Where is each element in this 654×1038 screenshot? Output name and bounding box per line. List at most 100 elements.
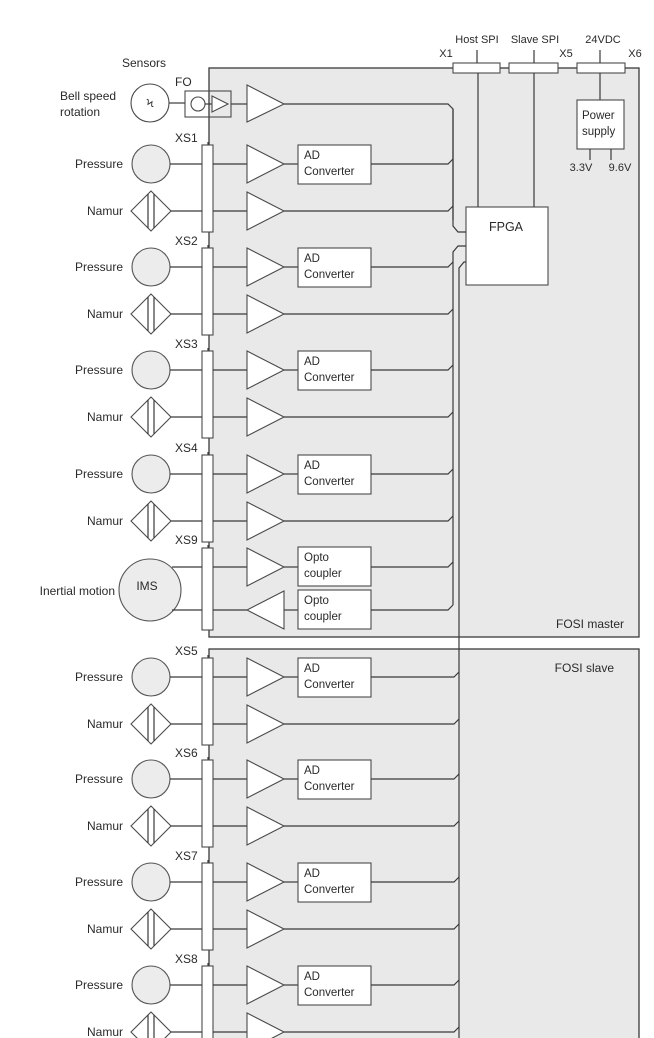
ad-line2: Converter [304, 269, 355, 281]
namur-label: Namur [87, 922, 123, 936]
sensors-label: Sensors [122, 56, 166, 70]
ims-label: IMS [136, 579, 157, 593]
ad-converter [297, 657, 372, 698]
ad-converter [297, 247, 372, 288]
connector-bar [201, 657, 214, 746]
pressure-label: Pressure [75, 467, 123, 481]
amplifier [246, 862, 286, 902]
pressure-sensor-icon [131, 454, 171, 494]
connector-label: XS8 [175, 952, 198, 966]
ad-line2: Converter [304, 987, 355, 999]
connector-bar [201, 862, 214, 951]
opto-1-line1: Opto [304, 552, 329, 564]
connector-label: XS3 [175, 337, 198, 351]
amplifier [246, 350, 286, 390]
imu-group: XS9 Inertial motion IMS Opto coupler Opt… [40, 533, 454, 631]
namur-sensor-icon [130, 293, 172, 335]
pressure-sensor-icon [131, 862, 171, 902]
ad-line1: AD [304, 663, 320, 675]
connector-bar [201, 350, 214, 439]
connector-x1 [452, 62, 501, 74]
namur-sensor-icon [130, 908, 172, 950]
fosi-master-panel [208, 67, 640, 638]
opto-2-line2: coupler [304, 611, 342, 623]
ad-line1: AD [304, 868, 320, 880]
x6-label: X6 [628, 48, 641, 60]
ad-line1: AD [304, 971, 320, 983]
pressure-sensor-icon [131, 144, 171, 184]
namur-sensor-icon [130, 1011, 172, 1038]
pressure-label: Pressure [75, 363, 123, 377]
pressure-label: Pressure [75, 260, 123, 274]
output-9v6: 9.6V [609, 162, 632, 174]
connector-x5 [508, 62, 559, 74]
namur-label: Namur [87, 717, 123, 731]
connector-label: XS7 [175, 849, 198, 863]
connector-bar [201, 144, 214, 233]
inertial-motion-label: Inertial motion [40, 584, 115, 598]
amplifier [246, 547, 286, 587]
namur-label: Namur [87, 410, 123, 424]
amplifier [246, 294, 286, 334]
connector-label: XS6 [175, 746, 198, 760]
x1-label: X1 [439, 48, 452, 60]
slave-groups: XS5PressureADConverterNamurXS6PressureAD… [75, 644, 460, 1038]
bell-speed-line1: Bell speed [60, 89, 116, 103]
namur-label: Namur [87, 514, 123, 528]
namur-label: Namur [87, 204, 123, 218]
amplifier [246, 1012, 286, 1038]
amplifier [246, 965, 286, 1005]
ad-converter [297, 965, 372, 1006]
ad-line2: Converter [304, 884, 355, 896]
opto-coupler-1 [297, 546, 372, 587]
pressure-sensor-icon [131, 247, 171, 287]
ad-converter [297, 350, 372, 391]
pressure-label: Pressure [75, 772, 123, 786]
pressure-label: Pressure [75, 670, 123, 684]
ad-converter [297, 759, 372, 800]
namur-sensor-icon [130, 805, 172, 847]
x5-label: X5 [559, 48, 572, 60]
top-connectors: Host SPI Slave SPI 24VDC X1 X5 X6 [439, 34, 642, 74]
speed-sensor-icon: Ϟ [147, 98, 154, 110]
ad-converter [297, 862, 372, 903]
connector-x6 [576, 62, 626, 74]
pressure-sensor-icon [131, 350, 171, 390]
master-bus-upper [452, 109, 466, 233]
namur-label: Namur [87, 1025, 123, 1038]
bell-speed-sensor: Bell speed rotation Ϟ [60, 83, 454, 220]
master-bus-lower [452, 245, 466, 605]
fosi-slave-label: FOSI slave [555, 661, 615, 675]
power-supply: Power supply 3.3V 9.6V [570, 73, 632, 174]
connector-label: XS5 [175, 644, 198, 658]
fpga: FPGA [465, 73, 549, 286]
namur-label: Namur [87, 307, 123, 321]
namur-label: Namur [87, 819, 123, 833]
24vdc-label: 24VDC [585, 34, 621, 46]
fosi-slave-panel [208, 648, 640, 1038]
namur-sensor-icon [130, 190, 172, 232]
amplifier [246, 454, 286, 494]
ad-line1: AD [304, 765, 320, 777]
amplifier [246, 191, 286, 231]
ad-converter [297, 454, 372, 495]
fo-label: FO [175, 75, 192, 89]
pressure-label: Pressure [75, 875, 123, 889]
namur-sensor-icon [130, 703, 172, 745]
ad-line1: AD [304, 253, 320, 265]
ad-converter [297, 144, 372, 185]
connector-bar [201, 759, 214, 848]
amplifier [246, 704, 286, 744]
amplifier [246, 501, 286, 541]
pressure-sensor-icon [131, 759, 171, 799]
ad-line2: Converter [304, 476, 355, 488]
connector-label: XS2 [175, 234, 198, 248]
amplifier [246, 397, 286, 437]
pressure-label: Pressure [75, 978, 123, 992]
